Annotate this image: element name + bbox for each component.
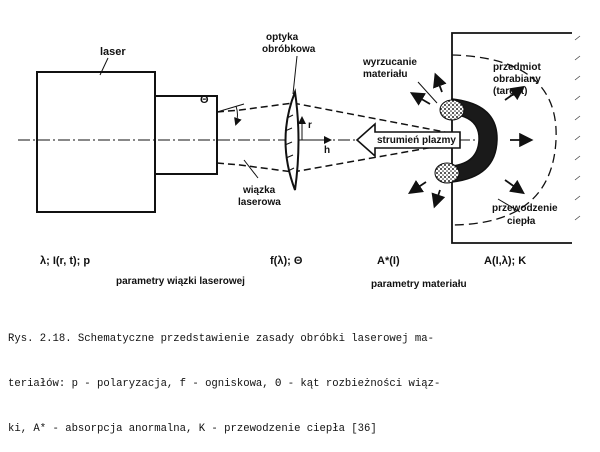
theta-label: Θ xyxy=(200,94,209,106)
ejection-label-line2: materiału xyxy=(363,69,407,80)
material-params-group: parametry materiału xyxy=(371,279,467,290)
conduction-label-line1: przewodzenie xyxy=(492,203,558,214)
laser-housing xyxy=(36,71,156,213)
molten-region-bottom xyxy=(434,162,460,184)
r-label: r xyxy=(308,120,312,131)
conduction-leader xyxy=(497,198,521,213)
ejection-arrows xyxy=(408,72,447,209)
conduction-label-line2: ciepła xyxy=(507,216,536,227)
caption-line-2: teriałów: p - polaryzacja, f - ogniskowa… xyxy=(8,378,441,390)
beam-label-line2: laserowa xyxy=(238,197,281,208)
beam-leader xyxy=(243,159,259,179)
divergence-angle-marker xyxy=(216,103,245,126)
target-label-line2: obrabiany xyxy=(493,74,541,85)
plasma-stream-label: strumień plazmy xyxy=(377,135,456,146)
lens-hatching xyxy=(284,114,295,172)
beam-params-source: λ; I(r, t); p xyxy=(40,255,90,267)
laser-processing-diagram: Θ r h xyxy=(18,32,581,290)
h-label: h xyxy=(324,145,330,156)
optics-label-line1: optyka xyxy=(266,32,299,43)
heat-conduction-arrows xyxy=(504,85,534,195)
optics-leader xyxy=(292,55,298,95)
material-params-anomalous: A*(I) xyxy=(377,255,400,267)
laser-label: laser xyxy=(100,46,126,58)
laser-leader xyxy=(99,57,109,76)
target-label-line1: przedmiot xyxy=(493,62,541,73)
beam-label-line1: wiązka xyxy=(242,185,276,196)
beam-params-group: parametry wiązki laserowej xyxy=(116,276,245,287)
ejection-label-line1: wyrzucanie xyxy=(362,57,417,68)
molten-region-top xyxy=(439,99,465,121)
ejection-leader xyxy=(417,81,438,104)
target-label-line3: (target) xyxy=(493,86,527,97)
beam-params-optics: f(λ); Θ xyxy=(270,255,303,267)
plasma-stream-arrow xyxy=(355,122,461,158)
figure-caption: Rys. 2.18. Schematyczne przedstawienie z… xyxy=(8,302,596,452)
target-edge-hatching xyxy=(574,35,581,221)
material-params-bulk: A(I,λ); K xyxy=(484,255,526,267)
caption-line-3: ki, A* - absorpcja anormalna, K - przewo… xyxy=(8,423,377,435)
laser-output-stub xyxy=(154,95,218,175)
processing-lens xyxy=(284,88,300,191)
optics-label-line2: obróbkowa xyxy=(262,44,316,55)
laser-beam xyxy=(216,102,446,173)
caption-line-1: Rys. 2.18. Schematyczne przedstawienie z… xyxy=(8,333,434,345)
